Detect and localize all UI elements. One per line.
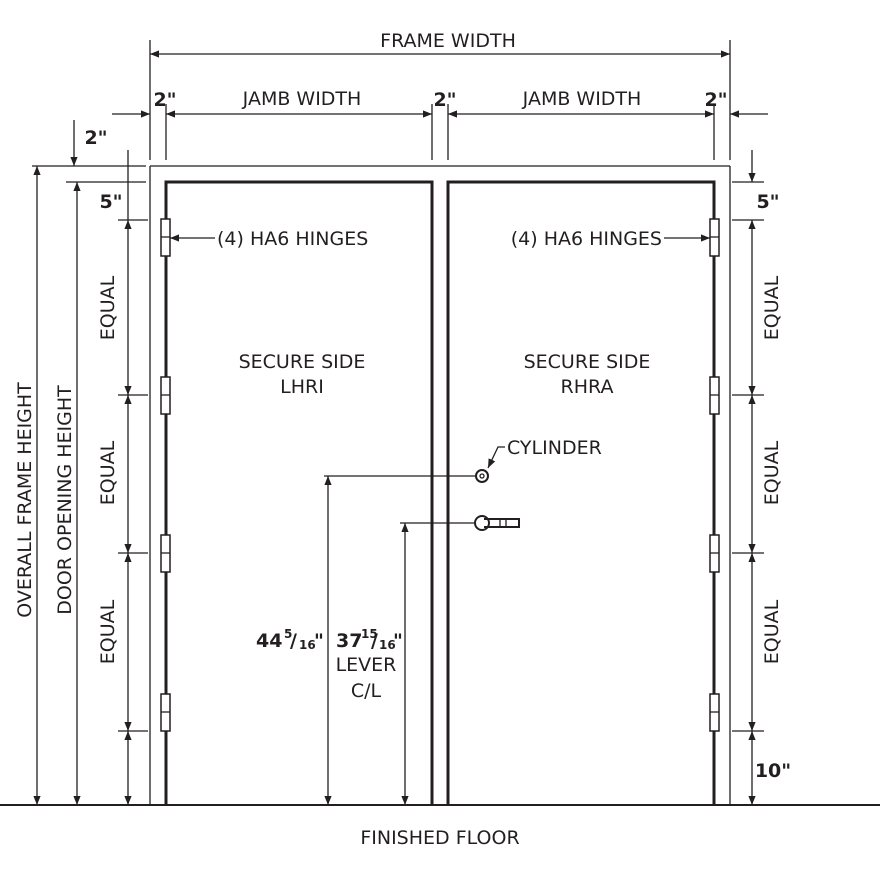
dim-2-right: 2" — [704, 89, 727, 111]
equal-right-1: EQUAL — [761, 275, 783, 340]
right-leaf-label-line2: RHRA — [561, 376, 614, 398]
frame-width-label: FRAME WIDTH — [380, 30, 516, 52]
svg-text:44: 44 — [256, 630, 282, 652]
right-leaf-label-line1: SECURE SIDE — [524, 351, 651, 373]
cylinder-leader — [487, 446, 505, 469]
lever-handle-icon — [474, 515, 520, 531]
cylinder-height-label: 44 5 / 16 " — [256, 627, 324, 652]
hinges-right-label: (4) HA6 HINGES — [511, 228, 662, 250]
dim-2-head: 2" — [84, 127, 107, 149]
svg-text:16: 16 — [299, 638, 316, 652]
door-frame — [149, 165, 731, 805]
svg-text:": " — [314, 630, 324, 652]
equal-left-3: EQUAL — [97, 599, 119, 664]
cylinder-icon — [475, 469, 489, 483]
cylinder-label: CYLINDER — [507, 437, 602, 459]
frame-width-dimension — [149, 40, 731, 160]
right-hinge-dimension-chain — [732, 150, 764, 805]
svg-text:/: / — [290, 630, 297, 652]
cylinder-height-dimension — [324, 475, 475, 805]
equal-right-3: EQUAL — [761, 599, 783, 664]
dim-5-left: 5" — [99, 191, 122, 213]
equal-right-2: EQUAL — [761, 440, 783, 505]
lever-label-line1: LEVER — [336, 654, 397, 676]
head-2-dimension — [32, 120, 146, 182]
dim-2-left: 2" — [153, 89, 176, 111]
svg-text:": " — [393, 630, 403, 652]
door-opening-height-dimension — [66, 181, 146, 805]
svg-text:15: 15 — [361, 627, 378, 641]
lever-height-label: 37 15 / 16 " — [336, 627, 403, 652]
equal-left-1: EQUAL — [97, 275, 119, 340]
dim-5-right: 5" — [756, 191, 779, 213]
finished-floor-label: FINISHED FLOOR — [360, 827, 519, 849]
left-leaf-label-line2: LHRI — [280, 376, 324, 398]
svg-text:/: / — [371, 630, 378, 652]
svg-text:16: 16 — [379, 638, 396, 652]
svg-text:5: 5 — [284, 627, 292, 641]
overall-frame-height-label: OVERALL FRAME HEIGHT — [14, 382, 36, 618]
left-hinge-dimension-chain — [118, 182, 148, 805]
jamb-width-left-label: JAMB WIDTH — [242, 88, 362, 110]
svg-text:37: 37 — [336, 630, 362, 652]
lever-label-line2: C/L — [351, 680, 382, 702]
dim-2-center: 2" — [433, 89, 456, 111]
right-hinges — [709, 218, 720, 732]
dim-10-bottom: 10" — [755, 760, 791, 782]
equal-left-2: EQUAL — [97, 440, 119, 505]
jamb-width-right-label: JAMB WIDTH — [522, 88, 642, 110]
lever-height-dimension — [400, 522, 474, 805]
hinges-left-label: (4) HA6 HINGES — [217, 228, 368, 250]
jamb-width-dimensions — [112, 104, 768, 160]
door-opening-height-label: DOOR OPENING HEIGHT — [54, 385, 76, 615]
left-leaf-label-line1: SECURE SIDE — [239, 351, 366, 373]
